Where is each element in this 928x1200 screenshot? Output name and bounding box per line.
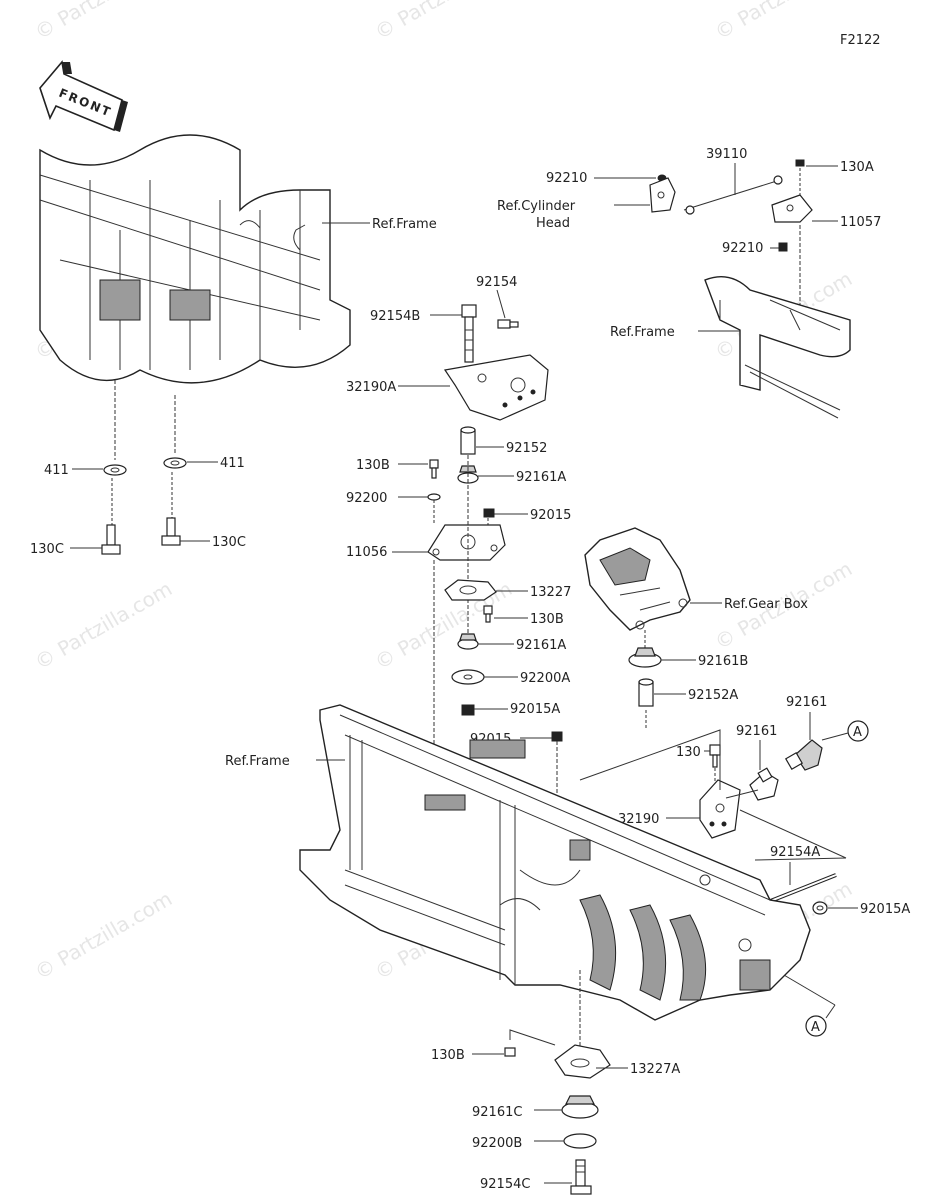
label-130C-right: 130C [212,535,246,550]
frame-top-left [39,134,351,384]
main-frame [299,704,811,1021]
bolt-92154B [461,304,477,363]
plate-13227 [444,579,497,601]
label-ref-frame-1: Ref.Frame [372,217,437,232]
watermark: © Partzilla.com [31,576,177,674]
mount-92161C [561,1095,599,1119]
label-92161-left: 92161 [736,724,777,739]
watermark: © Partzilla.com [31,886,177,984]
front-arrow: FRONT [39,60,128,132]
label-130A: 130A [840,160,874,175]
label-92161C: 92161C [472,1105,522,1120]
mount-92161-right [784,739,823,771]
label-92200: 92200 [346,491,387,506]
callout-a-bottom: A [811,1020,820,1035]
label-92154: 92154 [476,275,517,290]
label-92161A-top: 92161A [516,470,566,485]
collar-92152 [460,426,476,455]
label-130: 130 [676,745,701,760]
label-ref-frame-2: Ref.Frame [610,325,675,340]
bracket-32190A [443,354,549,421]
label-130B-top: 130B [356,458,390,473]
label-130B-bottom: 130B [431,1048,465,1063]
label-11056: 11056 [346,545,387,560]
label-92015A-center: 92015A [510,702,560,717]
label-92015: 92015 [530,508,571,523]
label-32190: 32190 [618,812,659,827]
bolt-92154C [570,1159,592,1195]
label-92161B: 92161B [698,654,748,669]
label-92210-top: 92210 [546,171,587,186]
nut-92015A-center [461,704,475,716]
label-130B-mid: 130B [530,612,564,627]
washer-92200B [563,1133,597,1149]
mount-92161-left [749,767,779,801]
plate-13227A [554,1044,611,1079]
label-92210-bottom: 92210 [722,241,763,256]
callout-circle-a-top [847,720,869,742]
diagram-code: F2122 [840,33,881,48]
label-92154C: 92154C [480,1177,530,1192]
label-92200B: 92200B [472,1136,522,1151]
bolt-130C-right [161,517,181,546]
label-11057: 11057 [840,215,881,230]
label-92154A: 92154A [770,845,820,860]
label-92015A-right: 92015A [860,902,910,917]
label-92152: 92152 [506,441,547,456]
label-130C-left: 130C [30,542,64,557]
frame-top-right [704,276,851,419]
washer-92200A [451,669,485,685]
label-92161A-bottom: 92161A [516,638,566,653]
label-411-right: 411 [220,456,245,471]
bracket-32190 [699,779,741,839]
watermark: © Partzilla.com [31,0,177,44]
label-39110: 39110 [706,147,747,162]
label-92152A: 92152A [688,688,738,703]
label-92154B: 92154B [370,309,420,324]
bolt-130C-left [101,524,121,555]
label-92200A: 92200A [520,671,570,686]
nut-92015A-right [812,901,828,915]
label-ref-cylinder-line2: Head [536,216,570,231]
label-ref-cylinder-line1: Ref.Cylinder [497,199,576,214]
label-ref-frame-3: Ref.Frame [225,754,290,769]
label-32190A: 32190A [346,380,396,395]
label-13227A: 13227A [630,1062,680,1077]
callout-a-top: A [853,725,862,740]
label-ref-gear-box: Ref.Gear Box [724,597,808,612]
mount-92161B [628,647,662,668]
watermark: © Partzilla.com [711,0,857,44]
bolt-92154 [497,319,519,329]
collar-92152A [638,678,654,707]
label-13227: 13227 [530,585,571,600]
plate-11056 [427,524,506,561]
mount-92161A-bottom [457,633,479,650]
callout-circle-a-bottom [805,1015,827,1037]
label-92161-right: 92161 [786,695,827,710]
label-411-left: 411 [44,463,69,478]
watermark: © Partzilla.com [371,0,517,44]
gear-box [584,527,691,631]
